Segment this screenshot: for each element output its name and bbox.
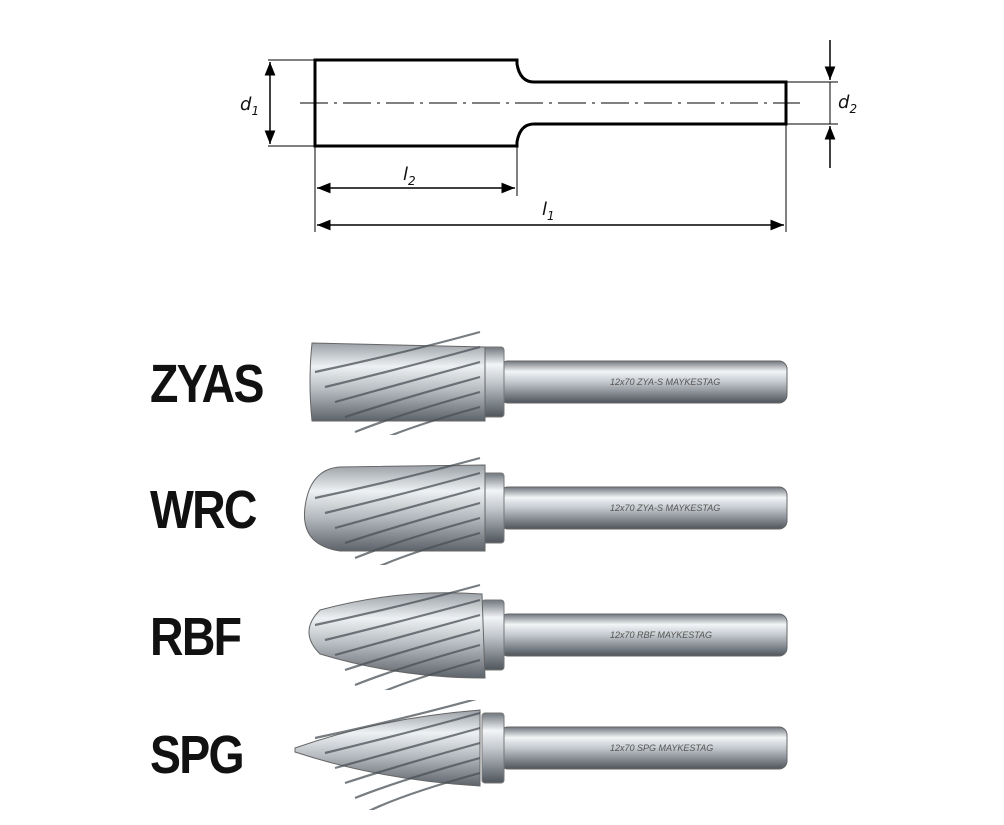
- flute-line: [334, 360, 481, 404]
- flute-line: [344, 375, 481, 419]
- flute-line: [379, 531, 481, 565]
- product-row-spg: SPG 12x70 SPG MAYKESTAG: [0, 700, 1004, 810]
- carbide-burr-image: 12x70 ZYA-S MAYKESTAG: [303, 456, 788, 565]
- flute-line: [354, 756, 481, 800]
- dimension-drawing: d1 d2 l2 l1: [240, 40, 857, 232]
- carbide-burr-image: 12x70 SPG MAYKESTAG: [294, 700, 788, 810]
- carbide-burr-image: 12x70 RBF MAYKESTAG: [308, 583, 788, 690]
- flute-line: [314, 456, 481, 500]
- d2-label: d2: [838, 92, 857, 116]
- shank-engraving: 12x70 SPG MAYKESTAG: [610, 743, 713, 753]
- flute-line: [324, 711, 481, 755]
- flute-line: [344, 501, 481, 545]
- l2-label: l2: [403, 164, 416, 188]
- flute-line: [314, 330, 481, 374]
- flute-line: [324, 345, 481, 389]
- flute-line: [324, 598, 481, 642]
- flute-line: [354, 643, 481, 687]
- d1-label: d1: [240, 94, 259, 118]
- product-code: WRC: [150, 480, 257, 540]
- product-row-wrc: WRC 12x70 ZYA-S MAYKESTAG: [0, 455, 1004, 565]
- flute-line: [314, 583, 481, 627]
- flute-line: [368, 771, 481, 810]
- product-row-rbf: RBF 12x70 RBF MAYKESTAG: [0, 580, 1004, 690]
- flute-line: [344, 741, 481, 785]
- flute-line: [334, 486, 481, 530]
- flute-line: [354, 390, 481, 434]
- flute-line: [324, 471, 481, 515]
- product-row-zyas: ZYAS 12x70 ZYA-S MAYKESTAG: [0, 325, 1004, 435]
- carbide-burr-image: 12x70 ZYA-S MAYKESTAG: [309, 330, 788, 435]
- l1-label: l1: [542, 199, 555, 223]
- product-code: ZYAS: [150, 354, 264, 414]
- flute-line: [384, 658, 481, 690]
- shank-engraving: 12x70 RBF MAYKESTAG: [610, 630, 712, 640]
- product-code: SPG: [150, 725, 245, 785]
- shank-engraving: 12x70 ZYA-S MAYKESTAG: [610, 503, 720, 513]
- flute-line: [344, 628, 481, 672]
- flute-line: [334, 613, 481, 657]
- flute-line: [314, 700, 477, 740]
- flute-line: [389, 405, 481, 435]
- product-code: RBF: [150, 607, 242, 667]
- collar: [481, 712, 505, 784]
- shank-engraving: 12x70 ZYA-S MAYKESTAG: [610, 377, 720, 387]
- flute-line: [354, 516, 481, 560]
- flute-line: [334, 726, 481, 770]
- collar: [481, 599, 505, 671]
